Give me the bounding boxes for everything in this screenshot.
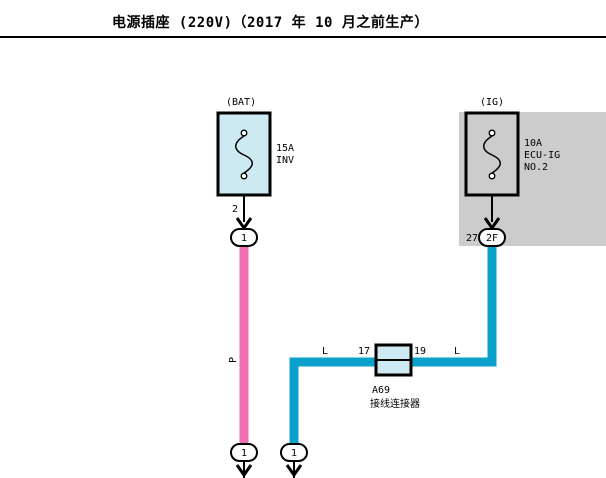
blue-wire-right-color-code: L — [454, 346, 460, 357]
fuse-ig-name-line1: ECU-IG — [524, 150, 560, 161]
fuse-ig-rating: 10A — [524, 138, 542, 149]
blue-wire-right — [412, 246, 497, 367]
ig-connector-label: 2F — [486, 233, 498, 244]
fuse-ig-name-line2: NO.2 — [524, 162, 548, 173]
junction-name: 接线连接器 — [370, 397, 420, 410]
page-title: 电源插座 (220V)（2017 年 10 月之前生产） — [112, 15, 429, 31]
fuse-element-icon — [235, 135, 253, 174]
fuse-inv-rating: 15A — [276, 143, 294, 154]
bat-source-label: (BAT) — [226, 97, 256, 108]
ig-source-label: (IG) — [480, 97, 504, 108]
blue-wire-left-color-code: L — [322, 346, 328, 357]
junction-id: A69 — [372, 385, 390, 396]
bat-connector — [230, 228, 258, 247]
ig-pin-number: 27 — [466, 233, 478, 244]
junction-pin-right: 19 — [414, 346, 426, 357]
bottom-connector-left-label: 1 — [241, 448, 247, 459]
fuse-inv-name: INV — [276, 155, 294, 166]
fuse-inv — [216, 111, 272, 197]
pink-wire-color-code: P — [228, 357, 239, 363]
junction-pin-left: 17 — [358, 346, 370, 357]
blue-wire-left — [289, 357, 376, 446]
fuse-element-icon — [483, 135, 501, 174]
fuse-ecu-ig-no2 — [464, 111, 520, 197]
bat-pin-number: 2 — [232, 204, 238, 215]
ig-connector — [478, 228, 506, 247]
junction-connector-a69 — [374, 343, 413, 377]
bottom-connector-right-label: 1 — [291, 448, 297, 459]
title-underline — [0, 36, 606, 38]
bat-connector-label: 1 — [241, 233, 247, 244]
